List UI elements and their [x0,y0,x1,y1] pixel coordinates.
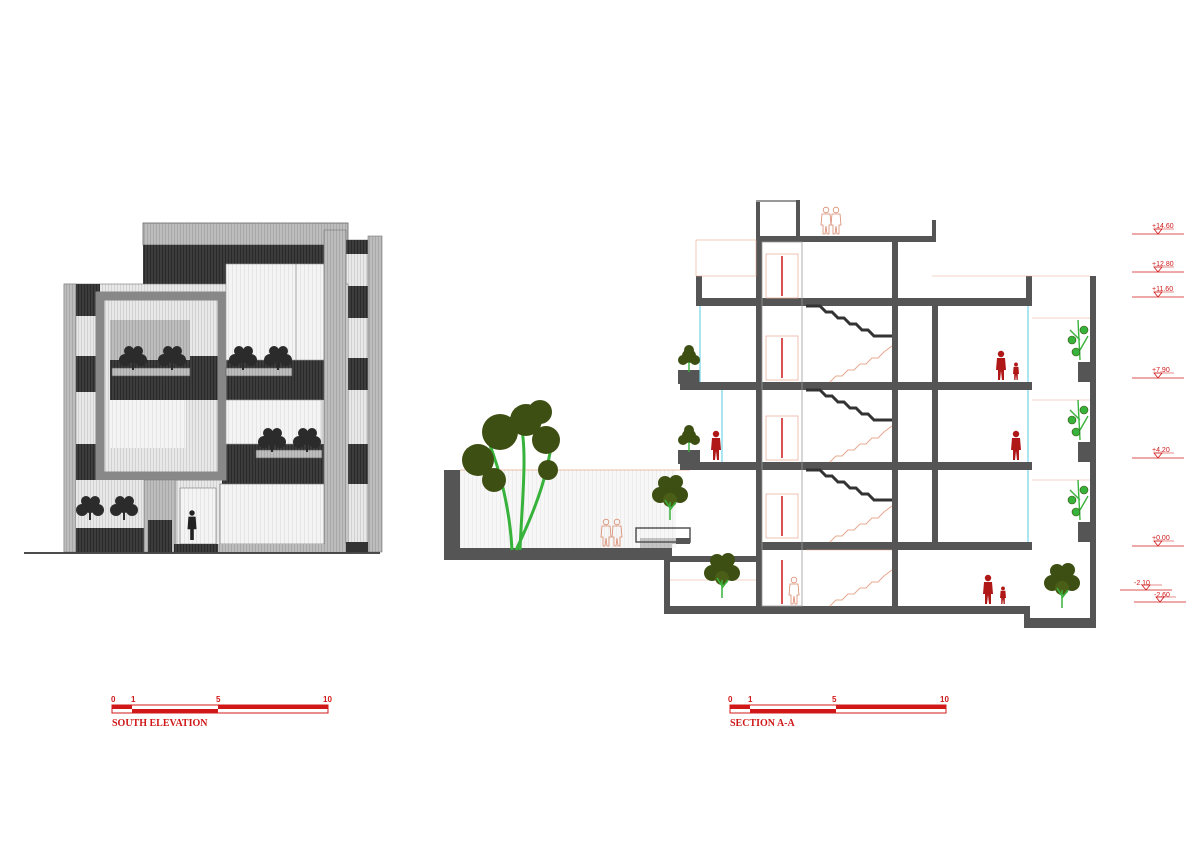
scale-tick-label: 1 [748,695,753,704]
scale-tick-label: 10 [323,695,332,704]
tree-icon [1043,562,1081,609]
person-icon [830,206,842,235]
level-label: -2.10 [1134,580,1150,587]
scale-tick-label: 1 [131,695,136,704]
tree-icon [677,424,701,453]
section-drawing [444,200,1096,628]
section-title: SECTION A-A [730,718,796,729]
elevation-scale-bar: 0 1 5 10 SOUTH ELEVATION [111,695,332,729]
person-icon [788,576,800,605]
level-label: +12.80 [1152,261,1174,268]
level-label: +7.90 [1152,367,1170,374]
person-icon [711,430,721,460]
section-scale-bar: 0 1 5 10 SECTION A-A [728,695,949,729]
person-icon [1013,362,1019,380]
scale-tick-label: 0 [728,695,733,704]
elevation-title: SOUTH ELEVATION [112,718,208,729]
person-icon [983,574,993,604]
person-icon [820,206,832,235]
scale-tick-label: 5 [216,695,221,704]
level-label: +11.60 [1152,286,1173,293]
level-label: -2.60 [1154,592,1170,599]
level-label: +14.60 [1152,223,1174,230]
staircase [806,304,893,607]
scale-tick-label: 10 [940,695,949,704]
tree-icon [677,344,701,373]
person-icon [1011,430,1021,460]
scale-tick-label: 0 [111,695,116,704]
glazing [699,306,1029,542]
tree-icon [1067,319,1089,521]
person-icon [996,350,1006,380]
level-label: +4.20 [1152,447,1170,454]
south-elevation-drawing [24,222,383,554]
person-icon [187,510,197,540]
elevator-shaft [761,241,803,607]
tree-icon [462,400,560,551]
person-icon [1000,586,1006,604]
scale-tick-label: 5 [832,695,837,704]
level-label: +0.00 [1152,535,1170,542]
level-markers: +14.60 +12.80 +11.60 +7.90 +4.20 +0.00 -… [1119,223,1187,603]
